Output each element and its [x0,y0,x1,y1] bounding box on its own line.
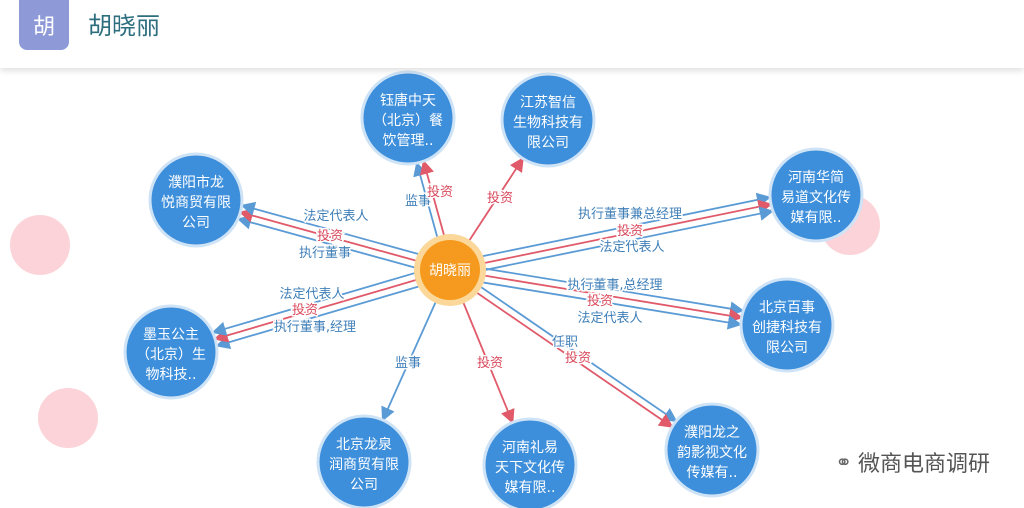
node-label: 公司 [182,215,210,231]
company-node[interactable]: 墨玉公主 （北京）生物科技.. [123,304,219,400]
node-label: 河南礼易 [502,440,558,456]
node-label: （北京）生 [136,347,206,363]
edge-label: 投资 [477,355,503,371]
node-label: 濮阳龙之 [684,425,740,441]
header: 胡 胡晓丽 [0,0,1024,68]
decor-circle [38,388,98,448]
watermark-text: 微商电商调研 [857,452,990,477]
avatar: 胡 [19,0,69,50]
edge-label: 投资 [487,190,513,206]
decor-circle [10,215,70,275]
node-label: 饮管理.. [383,133,434,149]
edge-label: 法定代表人 [279,287,344,302]
node-label: 天下文化传 [495,460,565,476]
edge-line [480,281,743,330]
node-label: （北京）餐 [373,113,443,129]
edge-line [481,199,773,265]
node-label: 物科技.. [146,367,197,383]
edge-label: 投资 [317,228,343,244]
edge-label: 法定代表人 [303,209,368,224]
node-label: 传媒有.. [687,465,738,481]
node-label: 媒有限.. [505,480,556,496]
edge-line [479,192,772,258]
edge-label: 执行董事,经理 [274,320,356,335]
node-label: 悦商贸有限 [161,195,231,211]
edge-line [420,159,446,239]
edge-line [215,284,422,350]
edge-line [236,215,418,270]
node-label: 江苏智信 [520,95,576,111]
node-label: 易道文化传 [781,190,851,206]
edge-line [481,274,744,323]
center-person-node[interactable]: 胡晓丽 [414,234,486,306]
edge-label: 投资 [292,302,318,318]
edge-label: 投资 [427,184,453,200]
node-label: 韵影视文化 [677,445,747,461]
edge-line [381,298,438,422]
node-label: 润商贸有限 [329,457,399,473]
edge-line [477,284,678,423]
edge-label: 法定代表人 [599,240,664,255]
edge-label: 法定代表人 [577,311,642,326]
node-label: 钰唐中天 [380,92,436,109]
node-label: 北京百事 [759,300,815,316]
edge-label: 执行董事,总经理 [567,278,662,293]
edge-label: 执行董事兼总经理 [578,207,682,222]
wechat-icon: ⚭ [835,450,852,474]
watermark: ⚭ 微商电商调研 [835,446,990,478]
node-label: 河南华简 [788,169,844,186]
edge-label: 投资 [617,223,643,239]
node-label: 墨玉公主 [143,327,199,343]
edge-line [473,290,674,428]
edge-label: 监事 [395,356,421,371]
edge-label: 投资 [587,293,613,309]
edge-line [240,201,422,256]
edge-line [466,157,524,244]
edge-line [413,161,439,241]
node-label: 生物科技有 [513,115,583,131]
edge-label: 监事 [405,194,431,209]
node-label: 媒有限.. [791,210,842,226]
node-label: 创捷科技有 [752,320,822,336]
node-label: 北京龙泉 [336,436,392,453]
node-label: 公司 [350,477,378,493]
edge-line [211,271,418,336]
center-label: 胡晓丽 [429,263,471,279]
edge-line [482,267,745,316]
edge-line [461,299,515,425]
edge-label: 执行董事 [299,246,351,261]
edge-label: 任职 [552,335,578,350]
edge-label: 投资 [565,350,591,366]
node-label: 濮阳市龙 [168,174,224,191]
page-title: 胡晓丽 [88,12,160,40]
edge-line [238,208,420,263]
node-label: 限公司 [766,340,808,356]
edge-line [482,206,775,272]
node-label: 限公司 [527,135,569,151]
edge-line [213,278,420,343]
